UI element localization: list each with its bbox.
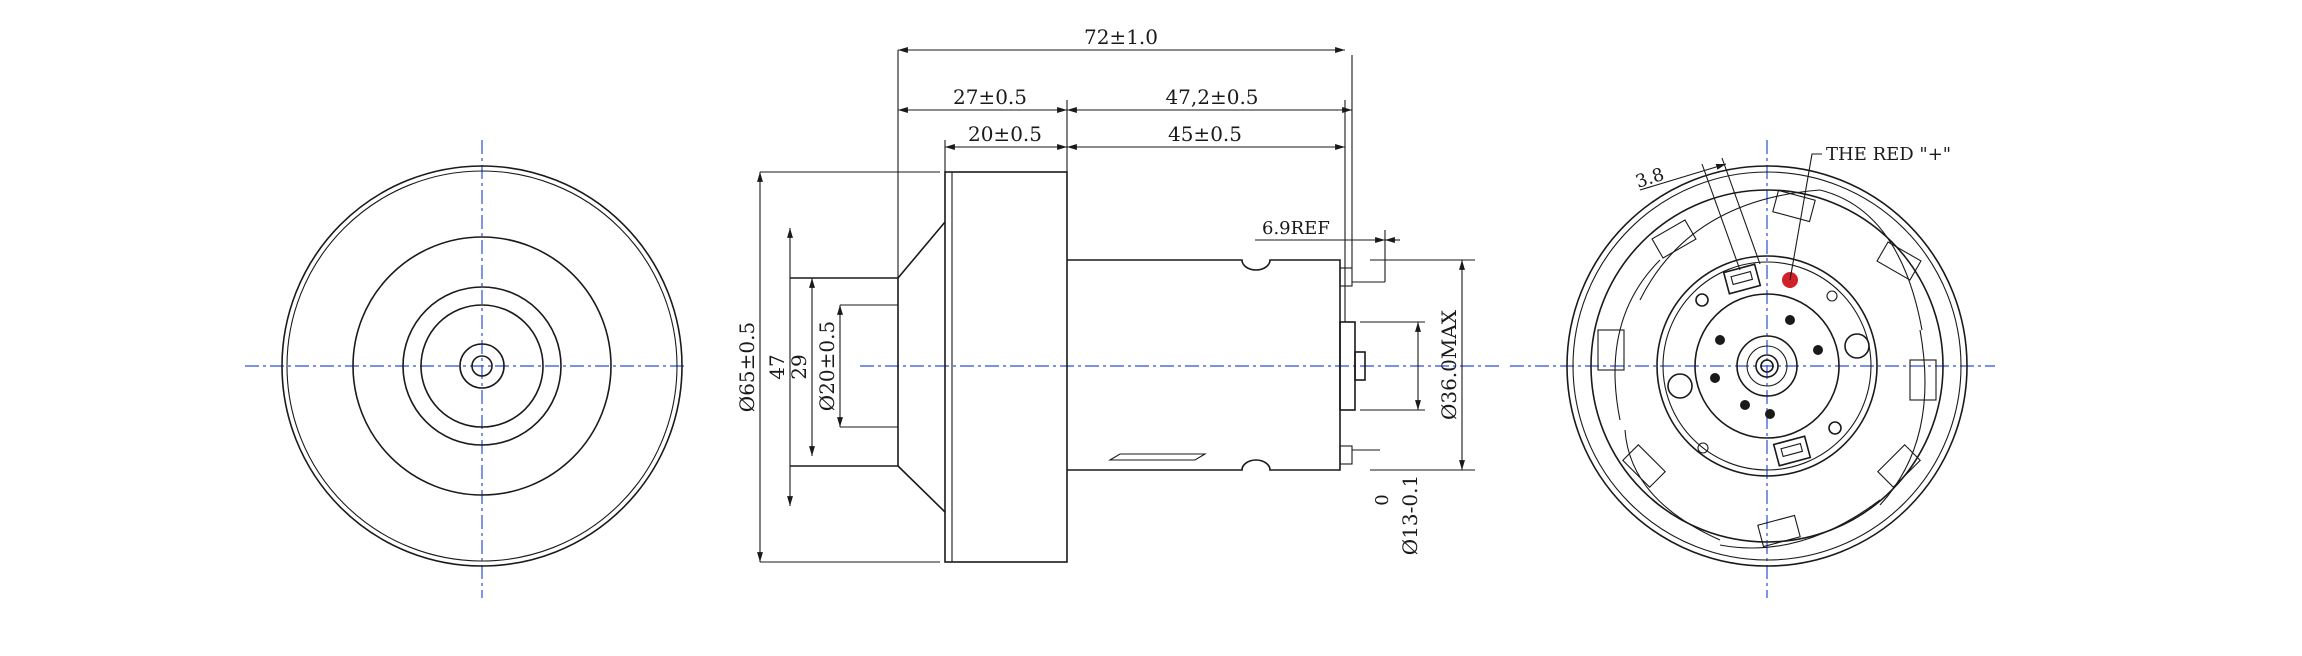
rivet (1715, 335, 1725, 345)
rivet (1785, 315, 1795, 325)
dim-line-terminal-offset (1639, 163, 1727, 191)
side-view: 72±1.0 27±0.5 47,2±0.5 20±0.5 45±0.5 6.9… (735, 25, 1500, 563)
screw (1828, 421, 1842, 435)
shaft-ring (1755, 354, 1779, 378)
front-ring-5 (471, 355, 493, 377)
screw (1844, 333, 1870, 359)
front-ring-3 (420, 304, 544, 428)
small-hole (1826, 290, 1838, 302)
motor-shaft-stub (1354, 351, 1366, 381)
dim-housing-length: 20±0.5 (968, 122, 1042, 146)
vane-slot (1651, 219, 1697, 259)
brush-holder-top-inner (1730, 270, 1754, 286)
vane-curve (1639, 189, 1821, 301)
vane-slot (1876, 241, 1922, 281)
dim-body-length: 45±0.5 (1168, 122, 1242, 146)
brush-holder-bottom (1772, 435, 1812, 467)
front-ring-4 (459, 343, 505, 389)
bearing-ring (1736, 335, 1798, 397)
vane-slot (1597, 329, 1625, 371)
screw (1695, 293, 1709, 307)
terminal-bottom (1339, 445, 1353, 465)
dim-hub-diameter: 29 (787, 354, 811, 379)
motor-body (1067, 259, 1341, 471)
dim-terminal-ref: 6.9REF (1262, 218, 1330, 239)
front-outer-circle-inner-edge (286, 170, 678, 562)
dim-shaft-tol-upper: 0 (1372, 494, 1393, 505)
rivet (1740, 400, 1750, 410)
vane-slot (1757, 514, 1801, 548)
dim-overall-length: 72±1.0 (1084, 25, 1158, 49)
vane-slot (1909, 359, 1937, 401)
vane-slot (1622, 444, 1666, 488)
vane-curve (1614, 259, 1661, 421)
small-hole (1697, 442, 1709, 454)
front-ring-2 (402, 286, 562, 446)
dim-motor-length: 47,2±0.5 (1165, 85, 1258, 109)
brush-holder-bottom-inner (1780, 442, 1804, 458)
annotation-label: THE RED "+" (1826, 144, 1951, 165)
dim-motor-diameter: Ø36.0MAX (1437, 309, 1461, 420)
front-ring-1 (352, 236, 612, 496)
rivet (1813, 345, 1823, 355)
vane-slot (1772, 189, 1816, 223)
terminal-offset-ext-1 (1701, 163, 1741, 271)
terminal-top (1339, 267, 1353, 287)
bearing-ring-inner (1746, 345, 1788, 387)
dim-outer-diameter: Ø65±0.5 (735, 322, 759, 412)
vane-curve (1719, 499, 1881, 549)
end-bell-inner (1662, 261, 1872, 471)
end-bell-outer (1656, 255, 1878, 477)
shaft-center (1760, 359, 1774, 373)
vane-curve (1879, 329, 1926, 506)
rear-view: THE RED "+" 3.8 (1510, 140, 1995, 598)
impeller-housing (944, 171, 1068, 563)
vane-curve (1624, 429, 1721, 541)
front-view (245, 140, 685, 598)
terminal-offset-ext-2 (1721, 157, 1761, 265)
impeller-cone (790, 221, 946, 513)
motor-slot (1108, 453, 1207, 461)
annotation-leader (1789, 153, 1822, 281)
dim-inlet-diameter: Ø20±0.5 (815, 321, 839, 411)
vane-curve (1819, 189, 1923, 331)
dim-shaft-diameter: Ø13-0.1 (1398, 475, 1422, 555)
rear-ring-1 (1590, 189, 1944, 543)
front-outer-circle (281, 165, 683, 567)
end-bell-ring (1694, 293, 1840, 439)
rivet (1765, 409, 1775, 419)
dim-terminal-offset: 3.8 (1633, 164, 1667, 193)
rear-outer-circle-inner-edge (1572, 171, 1962, 561)
dim-inner-diameter: 47 (765, 354, 789, 379)
rivet (1710, 373, 1720, 383)
screw (1667, 373, 1693, 399)
dim-impeller-length: 27±0.5 (953, 85, 1027, 109)
vane-slots (1597, 189, 1937, 548)
rear-outer-circle (1566, 165, 1968, 567)
